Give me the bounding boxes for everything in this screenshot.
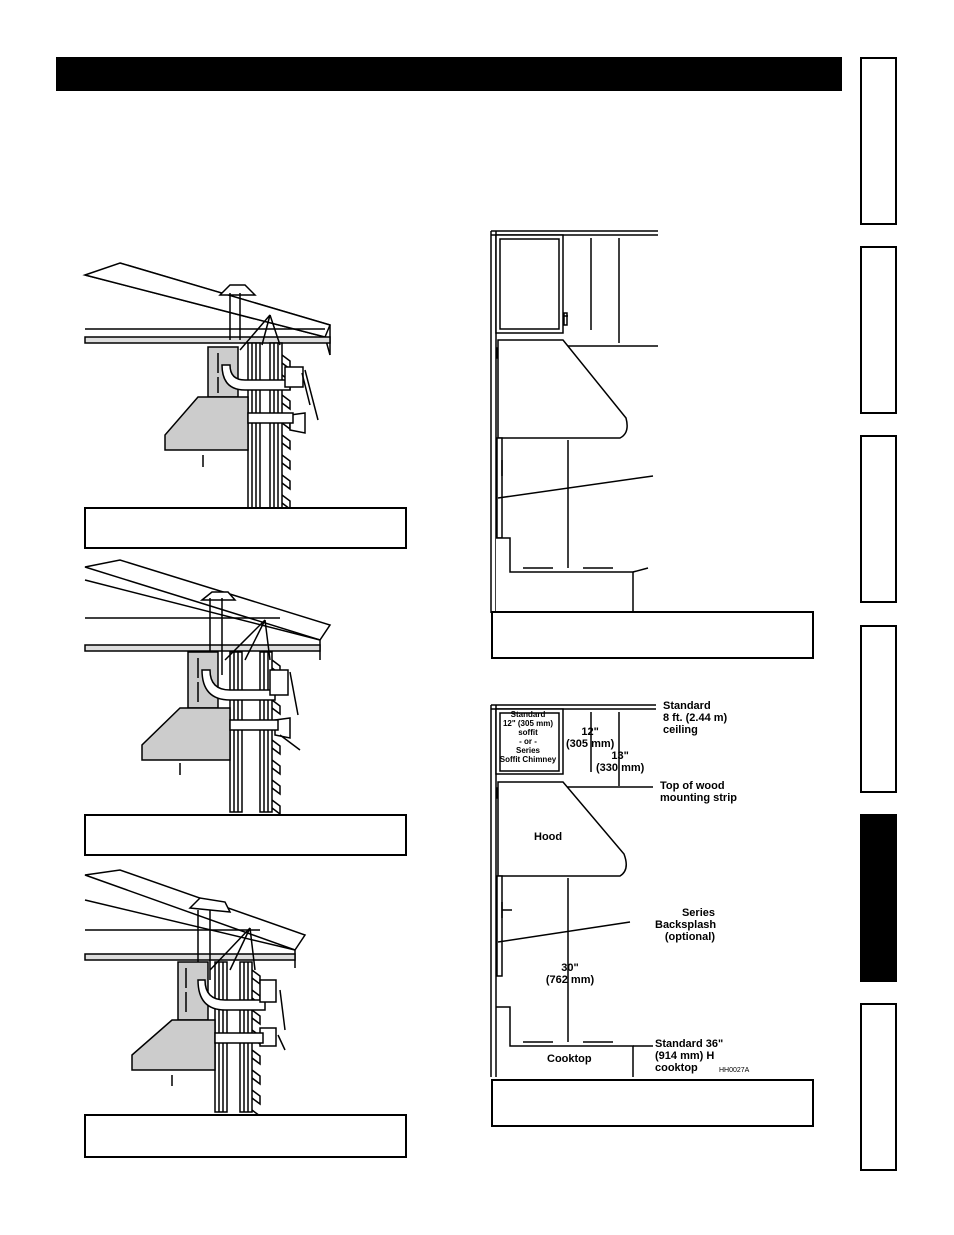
dim-30-label: 30" (762 mm) xyxy=(545,962,595,986)
figure-caption-box-4 xyxy=(491,611,814,659)
side-tab-5-active[interactable] xyxy=(860,814,897,982)
side-tab-4[interactable] xyxy=(860,625,897,793)
standard-ceiling-label: Standard 8 ft. (2.44 m) ceiling xyxy=(663,700,728,736)
hood-clearance-diagram-blank xyxy=(490,230,658,614)
figure-caption-box-1 xyxy=(84,507,407,549)
figure-caption-box-3 xyxy=(84,1114,407,1158)
side-tab-2[interactable] xyxy=(860,246,897,414)
hood-label: Hood xyxy=(534,831,563,843)
header-bar xyxy=(56,57,842,91)
figure-caption-box-2 xyxy=(84,814,407,856)
dim-12-label: 12" (305 mm) xyxy=(566,726,615,750)
side-tab-6[interactable] xyxy=(860,1003,897,1171)
side-tab-1[interactable] xyxy=(860,57,897,225)
hood-clearance-diagram-labeled xyxy=(490,704,656,1077)
standard-cooktop-label: Standard 36" (914 mm) H cooktop xyxy=(655,1038,724,1074)
figure-code-label: HH0027A xyxy=(719,1067,750,1074)
wall-vent-diagram-1 xyxy=(82,262,332,531)
figure-caption-box-5 xyxy=(491,1079,814,1127)
cooktop-label: Cooktop xyxy=(547,1053,592,1065)
mounting-strip-label: Top of wood mounting strip xyxy=(660,780,737,804)
wall-vent-diagram-2 xyxy=(84,559,332,836)
dim-13-label: 13" (330 mm) xyxy=(596,750,645,774)
soffit-label: Standard 12" (305 mm) soffit - or - Seri… xyxy=(499,710,557,764)
side-tab-3[interactable] xyxy=(860,435,897,603)
backsplash-label: Series Backsplash (optional) xyxy=(655,907,717,943)
wall-vent-diagram-3 xyxy=(84,869,307,1146)
